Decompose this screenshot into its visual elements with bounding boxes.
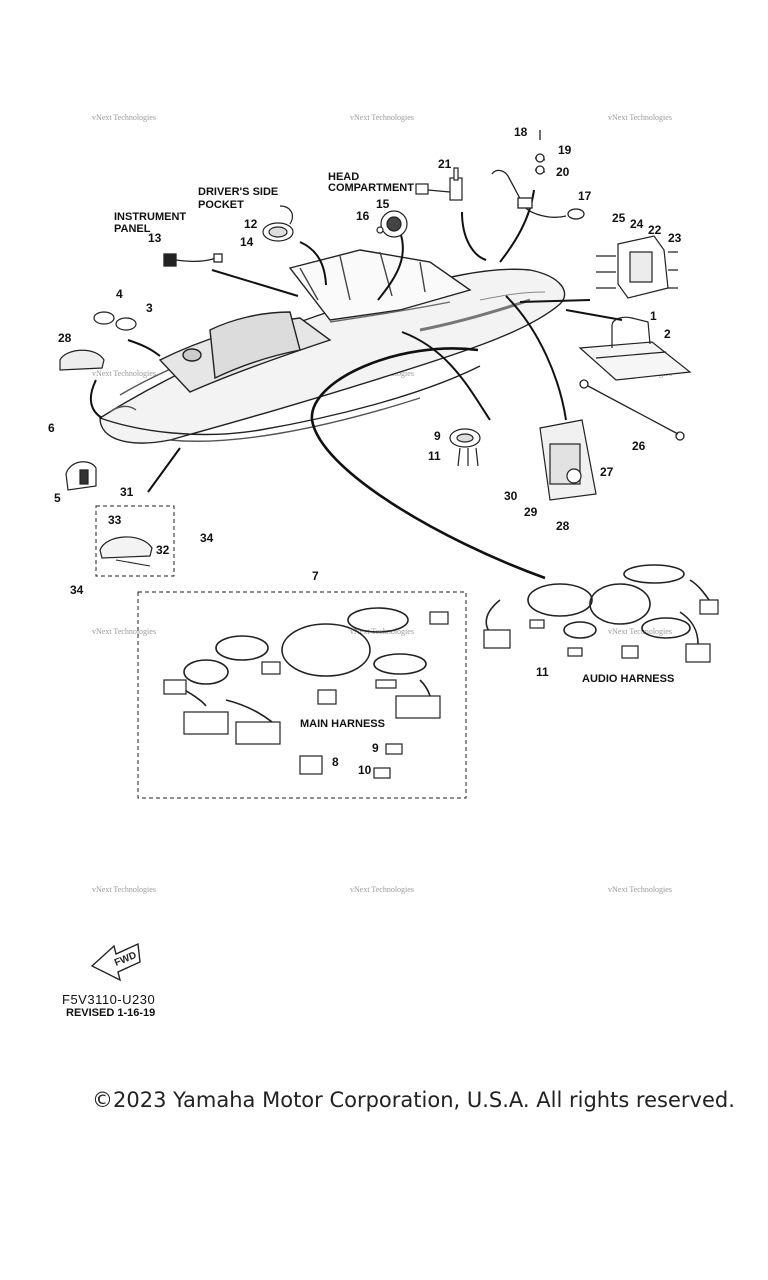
callout: 23 — [668, 231, 682, 245]
part-31-group — [95, 505, 175, 577]
callout: 5 — [54, 491, 61, 505]
callout: 30 — [504, 489, 518, 503]
callout: 1 — [650, 309, 657, 323]
callout: 28 — [58, 331, 72, 345]
callout: 29 — [524, 505, 538, 519]
battery-cable — [579, 379, 685, 441]
callout: 4 — [116, 287, 123, 301]
callout: 22 — [648, 223, 662, 237]
callout: 24 — [630, 217, 644, 231]
callout: 11 — [536, 665, 549, 679]
copyright-notice: ©2023 Yamaha Motor Corporation, U.S.A. A… — [92, 1088, 735, 1112]
revision-date: REVISED 1-16-19 — [66, 1007, 156, 1019]
callout: 16 — [356, 209, 370, 223]
watermark: vNext Technologies — [92, 113, 156, 122]
watermark: vNext Technologies — [350, 113, 414, 122]
callout: 31 — [120, 485, 134, 499]
head-compartment-label: COMPARTMENT — [328, 182, 414, 194]
instrument-panel-label: INSTRUMENT — [114, 211, 186, 223]
callout: 11 — [428, 449, 441, 463]
watermark: vNext Technologies — [92, 369, 156, 378]
callout: 7 — [312, 569, 319, 583]
battery-tray — [578, 316, 692, 381]
callout: 2 — [664, 327, 671, 341]
callout: 34 — [70, 583, 84, 597]
callout: 26 — [632, 439, 646, 453]
callout: 34 — [200, 531, 214, 545]
head-compartment-light — [376, 210, 408, 238]
main-harness-label: MAIN HARNESS — [300, 718, 385, 730]
callout: 28 — [556, 519, 570, 533]
callout: 18 — [514, 125, 528, 139]
instrument-panel-connector — [163, 253, 223, 267]
ecu-module — [539, 419, 597, 501]
drivers-side-pocket-label: POCKET — [198, 199, 244, 211]
watermark: vNext Technologies — [350, 885, 414, 894]
callout: 32 — [156, 543, 170, 557]
watermark: vNext Technologies — [92, 885, 156, 894]
sensor-part — [415, 167, 463, 201]
callout: 17 — [578, 189, 592, 203]
callout: 8 — [332, 755, 339, 769]
callout: 9 — [372, 741, 379, 755]
callout: 27 — [600, 465, 614, 479]
callout: 6 — [48, 421, 55, 435]
drivers-side-pocket-label: DRIVER'S SIDE — [198, 186, 278, 198]
watermark: vNext Technologies — [608, 113, 672, 122]
forward-arrow: FWD — [90, 942, 141, 982]
callout: 20 — [556, 165, 570, 179]
callout: 14 — [240, 235, 254, 249]
pocket-light — [262, 205, 294, 242]
document-code: F5V3110-U230 — [62, 992, 156, 1007]
callout: 13 — [148, 231, 162, 245]
leader-lines — [89, 189, 623, 580]
audio-harness-label: AUDIO HARNESS — [582, 673, 674, 685]
watermark: vNext Technologies — [608, 885, 672, 894]
audio-harness-group — [483, 564, 719, 663]
bow-parts — [59, 311, 137, 491]
callout: 15 — [376, 197, 390, 211]
courtesy-light — [449, 428, 481, 467]
boat-hull-illustration — [99, 249, 566, 444]
instrument-panel-label: PANEL — [114, 223, 151, 235]
section-labels: DRIVER'S SIDE POCKET HEAD COMPARTMENT IN… — [114, 171, 674, 730]
callout: 19 — [558, 143, 572, 157]
head-compartment-label: HEAD — [328, 171, 359, 183]
main-harness-group — [137, 591, 467, 799]
bracket-assembly — [491, 130, 585, 220]
watermark: vNext Technologies — [608, 627, 672, 636]
callout: 9 — [434, 429, 441, 443]
control-module — [596, 235, 678, 299]
callout: 3 — [146, 301, 153, 315]
callout: 12 — [244, 217, 258, 231]
callout: 25 — [612, 211, 626, 225]
watermark: vNext Technologies — [92, 627, 156, 636]
callout: 10 — [358, 763, 372, 777]
callout: 33 — [108, 513, 122, 527]
callout: 21 — [438, 157, 452, 171]
callout-numbers: 1 2 3 4 5 6 7 8 9 9 10 11 11 12 13 14 15… — [48, 125, 682, 777]
